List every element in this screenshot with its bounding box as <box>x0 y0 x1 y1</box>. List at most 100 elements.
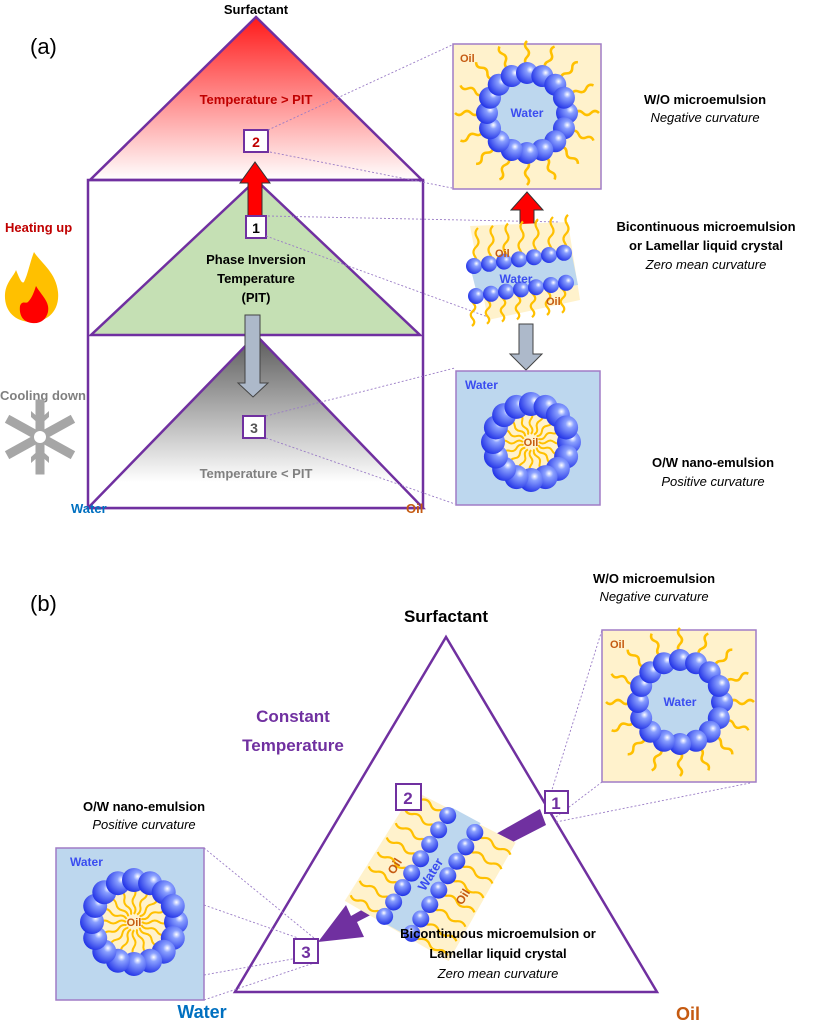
surfactant-head <box>412 910 430 928</box>
ow-nanoemulsion-box-b: Water Oil <box>55 847 205 1001</box>
hot-zone-label: Temperature > PIT <box>200 92 313 107</box>
surfactant-head <box>385 893 403 911</box>
panel-b-label: (b) <box>30 591 57 616</box>
ow-b-title: O/W nano-emulsion <box>83 799 205 814</box>
surfactant-head <box>543 277 559 293</box>
bicont-title-2: or Lamellar liquid crystal <box>629 238 783 253</box>
surfactant-head <box>468 288 484 304</box>
bicont-water: Water <box>500 272 533 286</box>
point-2-box <box>243 129 269 153</box>
surfactant-head <box>513 281 529 298</box>
panel-a-water-label: Water <box>71 501 107 516</box>
bicont-oil-top: Oil <box>495 248 510 260</box>
point-3-box <box>242 415 266 439</box>
surfactant-head <box>439 867 457 885</box>
panel-a: (a) Surfactant Temperature > PIT Tempera… <box>0 2 796 516</box>
point-b-1-label: 1 <box>551 794 560 813</box>
bicont-subtitle: Zero mean curvature <box>645 257 767 272</box>
flame-icon <box>4 252 59 324</box>
surfactant-head <box>448 852 466 870</box>
surfactant-head <box>496 253 512 270</box>
surfactant-head <box>394 879 412 897</box>
ow-title: O/W nano-emulsion <box>652 455 774 470</box>
wo-b-subtitle: Negative curvature <box>599 589 708 604</box>
cooling-label: Cooling down <box>0 388 86 403</box>
bicontinuous-structure-b: Oil Water Oil <box>344 790 516 962</box>
surfactant-head <box>707 674 730 697</box>
surfactant-head <box>466 823 484 841</box>
surfactant-head <box>160 893 185 918</box>
panel-b-triangle <box>232 634 660 994</box>
panel-b-water-label: Water <box>177 1002 226 1022</box>
surfactant-head <box>556 244 572 261</box>
water-core <box>493 79 561 147</box>
point-1-box <box>245 215 267 239</box>
point-2-label: 2 <box>252 134 260 150</box>
surfactant-head <box>439 806 457 824</box>
cooling-arrow-right-icon <box>508 323 544 371</box>
wo-oil-label: Oil <box>460 53 475 65</box>
wo-b-water-label: Water <box>664 695 697 709</box>
surfactant-head <box>376 907 394 925</box>
surfactant-head <box>403 864 421 882</box>
wo-water-label: Water <box>511 106 544 120</box>
surfactant-head <box>552 86 575 109</box>
panel-a-surfactant-label: Surfactant <box>224 2 289 17</box>
point-b-3-box <box>293 938 319 964</box>
bicont-b-subtitle: Zero mean curvature <box>437 966 559 981</box>
heating-label: Heating up <box>5 220 72 235</box>
hot-zone-gradient <box>90 17 422 180</box>
surfactant-head <box>526 249 542 266</box>
ow-subtitle: Positive curvature <box>661 474 764 489</box>
surfactant-head <box>541 247 557 263</box>
surfactant-head <box>466 258 482 274</box>
panel-b-oil-label: Oil <box>676 1004 700 1024</box>
point-1-label: 1 <box>252 220 260 236</box>
surfactant-head <box>511 251 527 268</box>
bicontinuous-structure: Oil Water Oil <box>466 214 580 327</box>
bicont-b-title-1: Bicontinuous microemulsion or <box>400 926 596 941</box>
panel-b-surfactant-label: Surfactant <box>404 607 488 626</box>
ow-b-subtitle: Positive curvature <box>92 817 195 832</box>
bicont-title-1: Bicontinuous microemulsion <box>616 219 795 234</box>
bicont-b-title-2: Lamellar liquid crystal <box>429 946 566 961</box>
wo-micelle-box: Oil Water <box>452 40 602 190</box>
ow-water-label: Water <box>465 378 498 392</box>
surfactant-head <box>498 283 514 300</box>
ow-b-oil-label: Oil <box>127 917 142 929</box>
surfactant-head <box>412 850 430 868</box>
surfactant-head <box>457 838 475 856</box>
panel-a-oil-label: Oil <box>406 501 423 516</box>
surfactant-head <box>528 279 544 296</box>
ow-oil-label: Oil <box>524 437 539 449</box>
surfactant-head <box>481 255 497 272</box>
bicont-oil-bottom: Oil <box>546 296 561 308</box>
surfactant-head <box>430 821 448 839</box>
point-b-2-label: 2 <box>403 789 412 808</box>
cooling-arrow-icon <box>236 314 270 398</box>
pit-label-line3: (PIT) <box>242 290 271 305</box>
surfactant-head <box>403 924 421 942</box>
surfactant-head <box>421 896 439 914</box>
surfactant-head <box>430 881 448 899</box>
snowflake-icon <box>4 399 76 475</box>
ow-nanoemulsion-box: Water Oil <box>455 370 601 506</box>
cold-zone-label: Temperature < PIT <box>200 466 313 481</box>
point-3-label: 3 <box>250 420 258 436</box>
wo-b-oil-label: Oil <box>610 639 625 651</box>
pit-label-line2: Temperature <box>217 271 295 286</box>
surfactant-head <box>558 274 574 291</box>
wo-b-title: W/O microemulsion <box>593 571 715 586</box>
wo-micelle-box-b: Oil Water <box>601 627 757 783</box>
surfactant-head <box>554 415 579 440</box>
surfactant-head <box>483 285 499 302</box>
heating-arrow-icon <box>239 161 271 217</box>
leader-lines-a <box>265 44 561 505</box>
ow-b-water-label: Water <box>70 855 103 869</box>
wo-title: W/O microemulsion <box>644 92 766 107</box>
pit-label-line1: Phase Inversion <box>206 252 306 267</box>
panel-a-label: (a) <box>30 34 57 59</box>
panel-b: (b) Surfactant Constant Temperature Wate… <box>30 571 757 1024</box>
bottom-triangle-outline <box>85 333 426 510</box>
